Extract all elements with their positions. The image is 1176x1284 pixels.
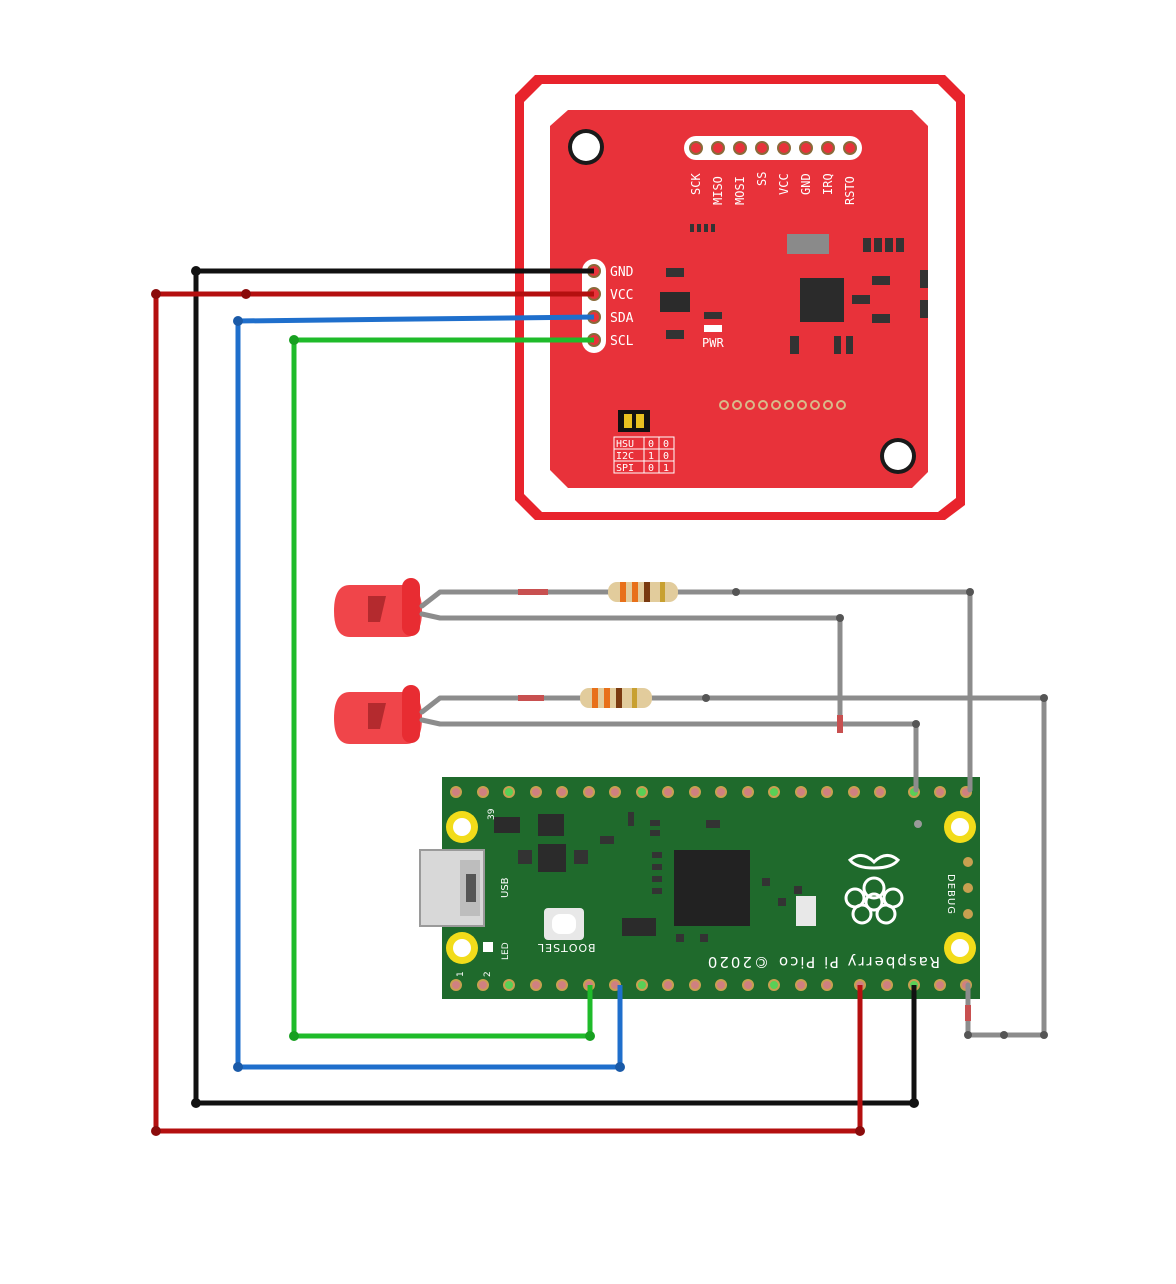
- mode-i2c: I2C: [616, 451, 634, 462]
- onboard-led: [483, 942, 493, 952]
- pico-components: [494, 812, 973, 942]
- board-name-label: Raspberry Pi Pico ©2020: [706, 953, 940, 971]
- pin-label-side-scl: SCL: [610, 334, 634, 349]
- board-name: Raspberry Pi Pico: [777, 953, 940, 971]
- mode-spi-bit2: 1: [663, 463, 669, 474]
- mode-table: [613, 436, 675, 474]
- led-label: LED: [501, 942, 511, 960]
- mode-hsu-bit1: 0: [648, 439, 654, 450]
- mode-i2c-bit2: 0: [663, 451, 669, 462]
- pin-label-mosi: MOSI: [733, 176, 747, 205]
- mode-spi-bit1: 0: [648, 463, 654, 474]
- pin-label-rsto: RSTO: [843, 176, 857, 205]
- lead-highlights: [518, 589, 971, 1021]
- resistor-1: [608, 582, 678, 602]
- usb-label: USB: [500, 877, 511, 898]
- nfc-components: PWR HSU 0 0: [613, 224, 928, 474]
- pwr-led: [704, 325, 722, 332]
- resistor-2: [580, 688, 652, 708]
- usb-connector: [419, 849, 485, 927]
- mode-spi: SPI: [616, 463, 634, 474]
- raspberry-pi-logo: [844, 854, 904, 925]
- pin-label-irq: IRQ: [821, 173, 835, 195]
- crystal: [787, 234, 829, 254]
- led-1: [334, 578, 422, 637]
- board-year: ©2020: [706, 953, 769, 971]
- wire-bends: [151, 266, 919, 1136]
- pin-label-gnd: GND: [799, 173, 813, 195]
- raspberry-pi-pico: USB 39 1 2 LED: [419, 777, 980, 999]
- pwr-label: PWR: [702, 336, 724, 350]
- bootsel-label: BOOTSEL: [537, 941, 595, 954]
- pin-label-side-gnd: GND: [610, 265, 634, 280]
- pn532-chip: [800, 278, 844, 322]
- pin-label-side-sda: SDA: [610, 311, 634, 326]
- mode-hsu: HSU: [616, 439, 634, 450]
- pin-39-label: 39: [487, 808, 497, 820]
- dip-switch: [618, 410, 650, 432]
- pin-label-ss: SS: [755, 172, 769, 186]
- wire-joints: [702, 588, 1048, 1039]
- mode-i2c-bit1: 1: [648, 451, 654, 462]
- pin-2-label: 2: [483, 971, 493, 977]
- mode-hsu-bit2: 0: [663, 439, 669, 450]
- debug-label: DEBUG: [945, 874, 956, 915]
- pin-label-sck: SCK: [689, 173, 703, 195]
- pin-label-side-vcc: VCC: [610, 288, 633, 303]
- pico-bottom-pins: [450, 979, 972, 991]
- led-2: [334, 685, 422, 744]
- nfc-module: SCK MISO MOSI SS VCC GND IRQ RSTO: [515, 75, 965, 520]
- top-header: SCK MISO MOSI SS VCC GND IRQ RSTO: [684, 136, 862, 205]
- pin-label-vcc: VCC: [777, 173, 791, 195]
- rp2040-chip: [674, 850, 750, 926]
- side-header: GND VCC SDA SCL: [582, 259, 634, 353]
- pin-1-label: 1: [456, 971, 466, 977]
- pin-label-miso: MISO: [711, 176, 725, 205]
